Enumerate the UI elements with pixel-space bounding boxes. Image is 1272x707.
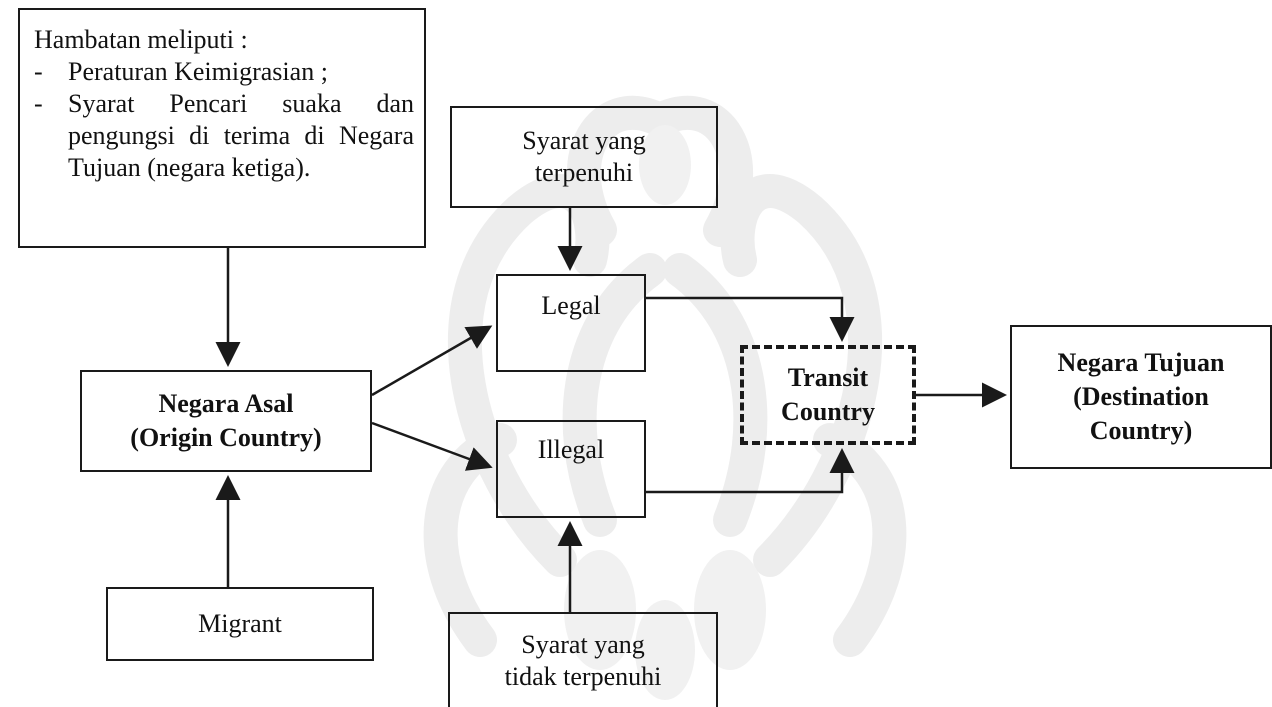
arrow-asal-to-legal	[371, 325, 493, 397]
hambatan-item: - Syarat Pencari suaka dan pengungsi di …	[34, 88, 414, 184]
hambatan-box: Hambatan meliputi : - Peraturan Keimigra…	[18, 8, 426, 248]
negara-tujuan-label: Negara Tujuan	[1057, 348, 1225, 377]
bullet-dash: -	[34, 57, 43, 86]
illegal-label: Illegal	[537, 435, 605, 464]
legal-label: Legal	[541, 291, 601, 320]
negara-asal-box: Negara Asal (Origin Country)	[80, 370, 372, 472]
country-label: Country	[781, 397, 875, 426]
hambatan-item-text: Syarat Pencari suaka dan pengungsi di te…	[68, 89, 414, 182]
syarat-yang-label: Syarat yang	[521, 629, 645, 659]
migrant-box: Migrant	[106, 587, 374, 661]
arrow-asal-to-illegal	[371, 421, 493, 471]
arrow-legal-to-transit	[646, 296, 855, 342]
hambatan-item: - Peraturan Keimigrasian ;	[34, 56, 414, 88]
destination-country-label: Country)	[1089, 416, 1193, 445]
origin-country-label: (Origin Country)	[130, 423, 322, 452]
negara-tujuan-box: Negara Tujuan (Destination Country)	[1010, 325, 1272, 469]
negara-asal-label: Negara Asal	[158, 389, 294, 418]
tidak-terpenuhi-label: tidak terpenuhi	[504, 661, 662, 691]
illegal-box: Illegal	[496, 420, 646, 518]
hambatan-item-text: Peraturan Keimigrasian ;	[68, 57, 328, 86]
transit-label: Transit	[787, 363, 869, 392]
arrow-illegal-to-transit	[646, 448, 855, 494]
syarat-terpenuhi-box: Syarat yang terpenuhi	[450, 106, 718, 208]
bullet-dash: -	[34, 89, 43, 118]
hambatan-list: - Peraturan Keimigrasian ; - Syarat Penc…	[34, 56, 414, 184]
hambatan-title: Hambatan meliputi :	[34, 25, 248, 54]
syarat-tidak-terpenuhi-box: Syarat yang tidak terpenuhi	[448, 612, 718, 707]
syarat-terpenuhi-label: Syarat yang terpenuhi	[522, 126, 646, 187]
transit-country-box: Transit Country	[740, 345, 916, 445]
migrant-label: Migrant	[198, 609, 282, 638]
destination-label: (Destination	[1073, 382, 1209, 411]
legal-box: Legal	[496, 274, 646, 372]
